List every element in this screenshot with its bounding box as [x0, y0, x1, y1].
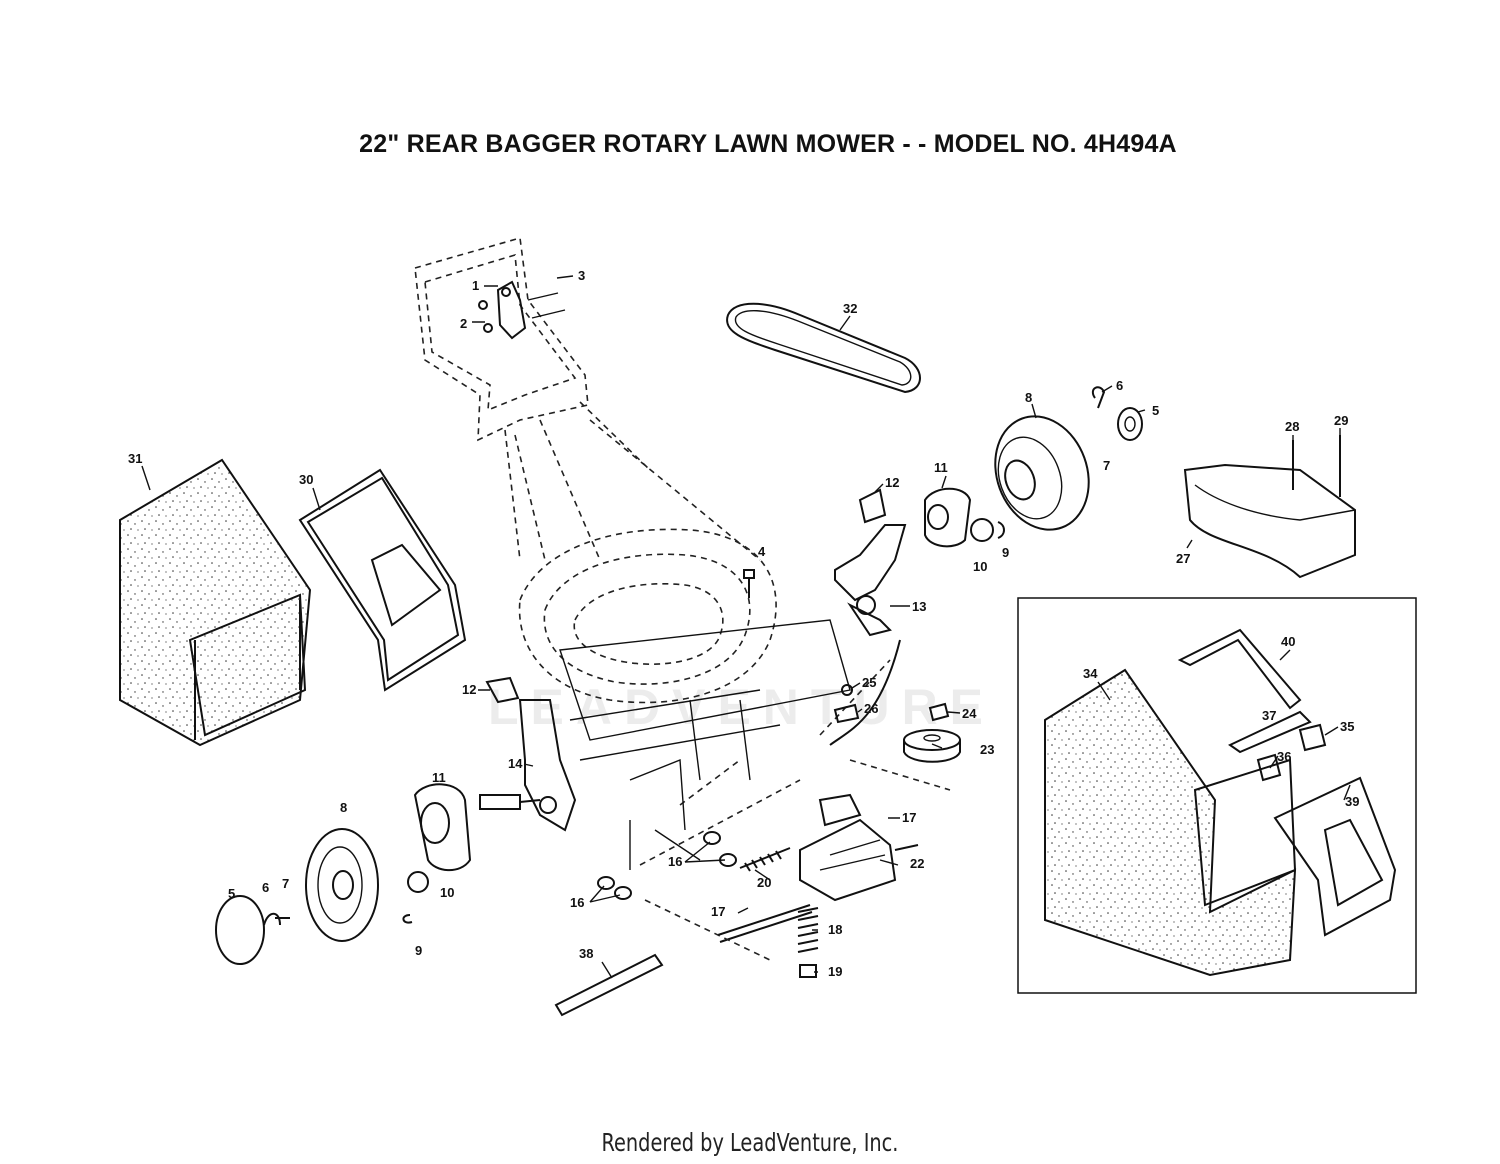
height-lever-right [834, 488, 907, 637]
callout-37: 37 [1262, 708, 1276, 723]
bag-frame-30 [298, 468, 467, 692]
callout-11-left: 11 [432, 770, 446, 785]
callout-32: 32 [843, 301, 857, 316]
callout-3: 3 [578, 268, 585, 283]
transmission-22 [717, 793, 919, 943]
control-bracket [478, 280, 566, 340]
spring-18 [739, 847, 819, 978]
callout-23: 23 [980, 742, 994, 757]
pulley-23 [829, 639, 961, 763]
callout-35: 35 [1340, 719, 1354, 734]
wheel-left [215, 783, 472, 965]
callout-31: 31 [128, 451, 142, 466]
callout-30: 30 [299, 472, 313, 487]
rod-38 [554, 953, 664, 1017]
callout-8-left: 8 [340, 800, 347, 815]
callout-16-lower: 16 [570, 895, 584, 910]
callout-7-left: 7 [282, 876, 289, 891]
callout-28: 28 [1285, 419, 1299, 434]
callout-7-right: 7 [1103, 458, 1110, 473]
deck-dashed [518, 528, 851, 781]
callout-6-left: 6 [262, 880, 269, 895]
footer-credit: Rendered by LeadVenture, Inc. [601, 1128, 899, 1157]
wheel-right [924, 386, 1143, 548]
callout-9-left: 9 [415, 943, 422, 958]
callout-17-lower: 17 [711, 904, 725, 919]
callout-11-right: 11 [934, 460, 948, 475]
callout-19: 19 [828, 964, 842, 979]
diagram-title: 22" REAR BAGGER ROTARY LAWN MOWER - - MO… [359, 130, 1177, 158]
callout-17-upper: 17 [902, 810, 916, 825]
inset-box [1017, 597, 1417, 994]
callout-18: 18 [828, 922, 842, 937]
callout-5-right: 5 [1152, 403, 1159, 418]
callout-20: 20 [757, 875, 771, 890]
callout-39: 39 [1345, 794, 1359, 809]
callout-4: 4 [758, 544, 766, 559]
callout-22: 22 [910, 856, 924, 871]
bolt-4 [743, 569, 755, 598]
callout-10-right: 10 [973, 559, 987, 574]
callout-labels: 1 2 3 4 5 5 6 6 7 7 8 8 9 9 10 10 11 11 … [128, 268, 1359, 979]
callout-25: 25 [862, 675, 876, 690]
callout-10-left: 10 [440, 885, 454, 900]
callout-9-right: 9 [1002, 545, 1009, 560]
callout-27: 27 [1176, 551, 1190, 566]
leader-lines [141, 275, 1351, 979]
rear-deflector-27 [1183, 435, 1356, 579]
callout-12-left: 12 [462, 682, 476, 697]
nuts-16 [597, 831, 737, 900]
callout-29: 29 [1334, 413, 1348, 428]
callout-40: 40 [1281, 634, 1295, 649]
callout-6-right: 6 [1116, 378, 1123, 393]
height-lever-left [479, 676, 577, 832]
callout-1: 1 [472, 278, 479, 293]
callout-12-right: 12 [885, 475, 899, 490]
watermark-text: LEADVENTURE [488, 679, 996, 735]
callout-8-right: 8 [1025, 390, 1032, 405]
callout-24: 24 [962, 706, 977, 721]
callout-38: 38 [579, 946, 593, 961]
callout-5-left: 5 [228, 886, 235, 901]
grass-bag-31 [119, 458, 312, 747]
callout-13: 13 [912, 599, 926, 614]
callout-2: 2 [460, 316, 467, 331]
callout-14: 14 [508, 756, 523, 771]
callout-34: 34 [1083, 666, 1098, 681]
sub-assembly-lines [629, 659, 951, 961]
belt-32 [726, 302, 921, 394]
callout-16-upper: 16 [668, 854, 682, 869]
handle-assembly [414, 236, 761, 561]
callout-36: 36 [1277, 749, 1291, 764]
callout-26: 26 [864, 701, 878, 716]
